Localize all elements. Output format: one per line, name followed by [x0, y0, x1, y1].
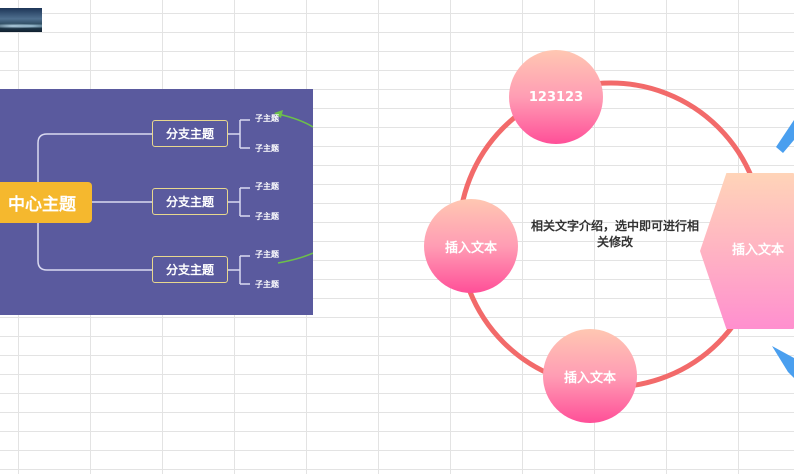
subtopic-3-1[interactable]: 子主题	[255, 250, 279, 259]
image-thumbnail[interactable]	[0, 8, 42, 32]
subtopic-1-2[interactable]: 子主题	[255, 144, 279, 153]
center-topic[interactable]: 中心主题	[0, 182, 92, 223]
branch-topic-1[interactable]: 分支主题	[152, 120, 228, 147]
hexagon-node-label: 插入文本	[732, 243, 785, 258]
subtopic-3-2[interactable]: 子主题	[255, 280, 279, 289]
arrow-icon	[776, 120, 794, 153]
subtopic-2-2[interactable]: 子主题	[255, 212, 279, 221]
branch-topic-3[interactable]: 分支主题	[152, 256, 228, 283]
arrow-icon	[772, 346, 794, 378]
subtopic-2-1[interactable]: 子主题	[255, 182, 279, 191]
mind-map-connectors	[37, 110, 313, 285]
branch-topic-2[interactable]: 分支主题	[152, 188, 228, 215]
center-description[interactable]: 相关文字介绍，选中即可进行相关修改	[530, 219, 699, 249]
node-left[interactable]: 插入文本	[424, 199, 518, 293]
node-top[interactable]: 123123	[509, 50, 603, 144]
subtopic-1-1[interactable]: 子主题	[255, 114, 279, 123]
mind-map[interactable]: 中心主题 分支主题 分支主题 分支主题 子主题 子主题 子主题 子主题 子主题 …	[0, 89, 313, 315]
node-bottom[interactable]: 插入文本	[543, 329, 637, 423]
